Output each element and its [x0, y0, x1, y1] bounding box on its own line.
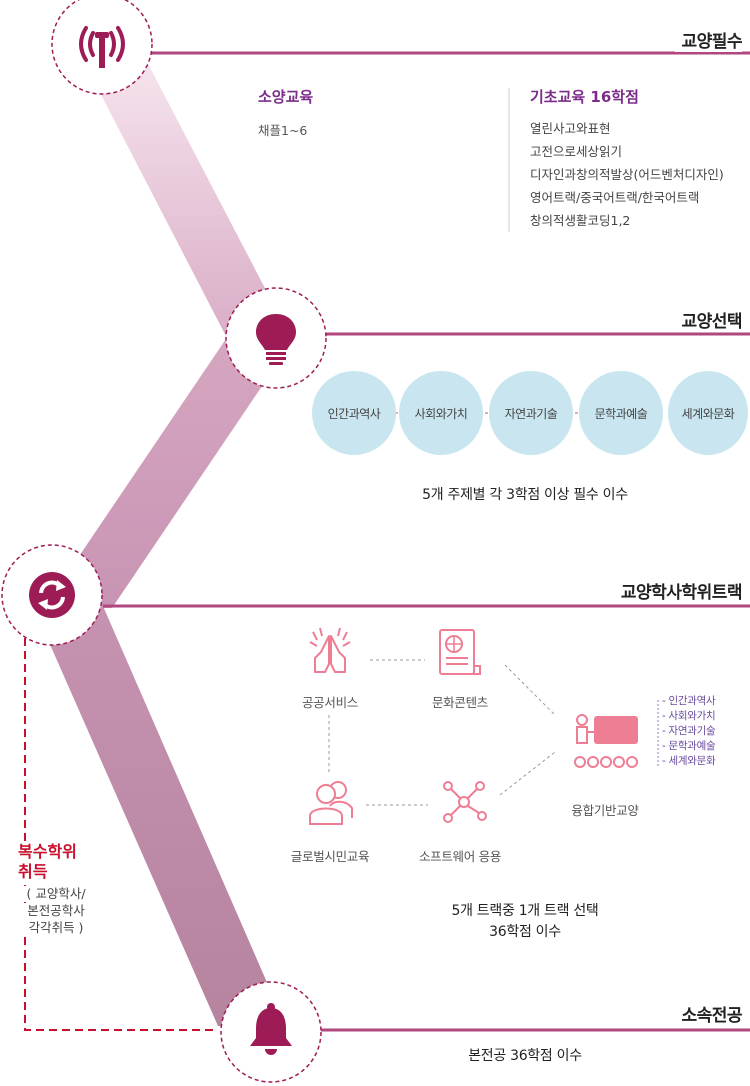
- list-item: - 문학과예술: [662, 740, 716, 752]
- lightbulb-icon: [252, 312, 300, 366]
- list-item: - 세계와문화: [662, 755, 716, 767]
- dual-degree-sub2: 본전공학사: [6, 903, 106, 919]
- track-note-line1: 5개 트랙중 1개 트랙 선택: [451, 903, 599, 919]
- praying-hands-icon: [307, 626, 353, 676]
- basic-education-list: 열린사고와표현 고전으로세상읽기 디자인과창의적발상(어드벤처디자인) 영어트랙…: [530, 117, 724, 232]
- list-item: 열린사고와표현: [530, 121, 611, 136]
- chapel-detail: 채플1~6: [258, 123, 308, 138]
- track-connector-5: [499, 751, 556, 796]
- list-item: 창의적생활코딩1,2: [530, 213, 631, 228]
- people-icon: [306, 778, 358, 828]
- heading-literacy-education: 소양교육: [258, 88, 314, 106]
- dual-degree-sub1: ( 교양학사/: [6, 886, 106, 902]
- band-2: [44, 330, 300, 608]
- list-item: - 자연과기술: [662, 725, 716, 737]
- theme-bubble: 사회와가치: [399, 371, 483, 455]
- section-title-track: 교양학사학위트랙: [614, 578, 743, 603]
- track-label-convergence: 융합기반교양: [571, 803, 639, 818]
- presentation-audience-icon: [566, 712, 646, 772]
- track-label-global-citizen: 글로벌시민교육: [290, 849, 370, 864]
- list-item: - 인간과역사: [662, 695, 716, 707]
- band-3: [26, 590, 286, 1026]
- bell-icon: [246, 1002, 296, 1058]
- convergence-list: - 인간과역사 - 사회와가치 - 자연과기술 - 문학과예술 - 세계와문화: [662, 694, 716, 769]
- list-item: 영어트랙/중국어트랙/한국어트랙: [530, 190, 700, 205]
- list-item: 고전으로세상읽기: [530, 144, 623, 159]
- section-title-major: 소속전공: [675, 1001, 742, 1026]
- dual-degree-sub3: 각각취득 ): [6, 920, 106, 936]
- band-1: [82, 58, 292, 340]
- theme-bubble: 인간과역사: [312, 371, 396, 455]
- section-title-elective: 교양선택: [675, 307, 742, 332]
- theme-bubble: 자연과기술: [489, 371, 573, 455]
- refresh-icon: [27, 570, 77, 620]
- elective-note: 5개 주제별 각 3학점 이상 필수 이수: [422, 487, 628, 503]
- theme-bubble: 문학과예술: [579, 371, 663, 455]
- major-note: 본전공 36학점 이수: [468, 1048, 582, 1064]
- heading-basic-education: 기초교육 16학점: [530, 88, 639, 106]
- document-scroll-icon: [432, 626, 484, 678]
- dual-degree-title-line2: 취득: [16, 862, 50, 882]
- track-label-public-service: 공공서비스: [301, 695, 358, 710]
- list-item: 디자인과창의적발상(어드벤처디자인): [530, 167, 724, 182]
- track-connector-4: [504, 664, 556, 716]
- list-item: - 사회와가치: [662, 710, 716, 722]
- section-title-required: 교양필수: [675, 27, 742, 52]
- track-label-culture-content: 문화콘텐츠: [431, 695, 488, 710]
- track-label-software: 소프트웨어 응용: [418, 849, 502, 864]
- side-dashed-path: [24, 612, 218, 1031]
- theme-bubble: 세계와문화: [668, 371, 748, 455]
- dual-degree-title-line1: 복수학위: [16, 842, 79, 862]
- antenna-icon: [72, 16, 132, 72]
- track-note-line2: 36학점 이수: [489, 924, 561, 940]
- network-nodes-icon: [440, 778, 488, 826]
